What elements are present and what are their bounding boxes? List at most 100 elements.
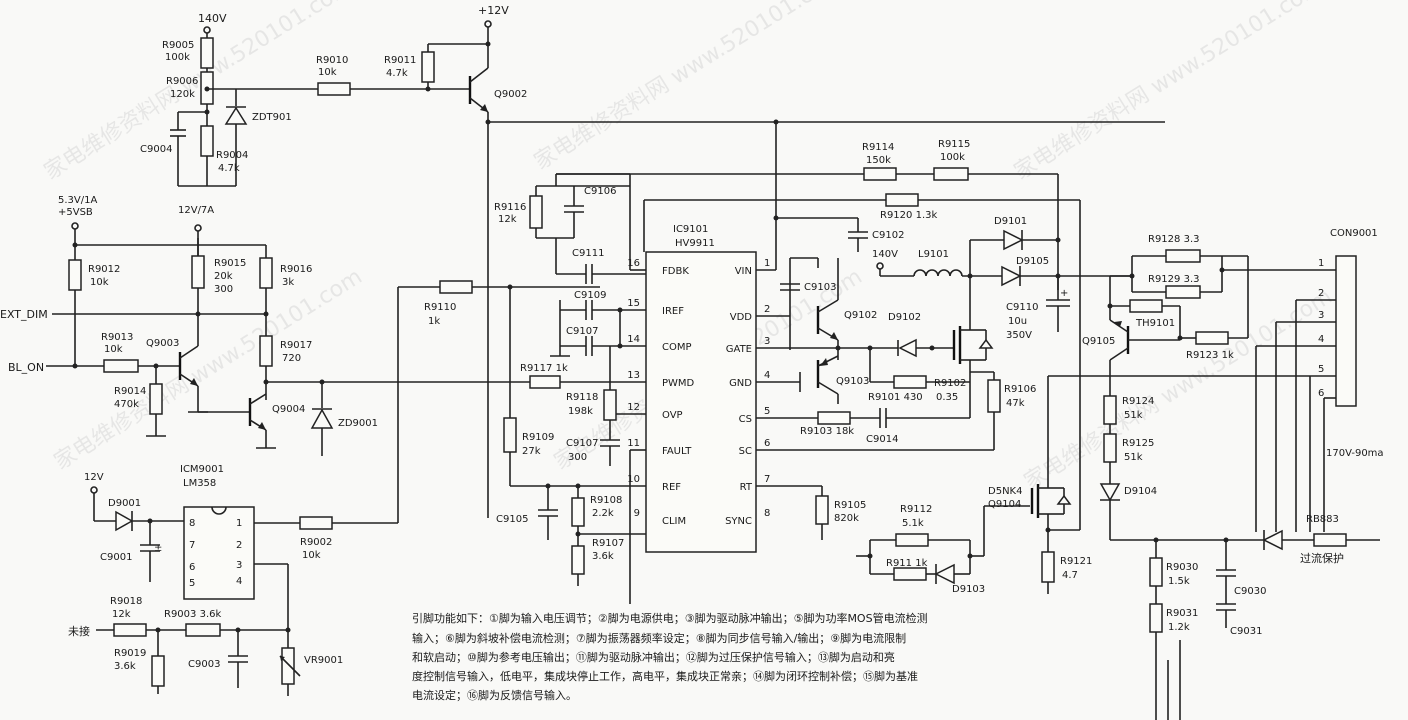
svg-text:R9118: R9118 <box>566 392 598 403</box>
svg-text:VR9001: VR9001 <box>304 655 343 666</box>
svg-text:R9031: R9031 <box>1166 608 1198 619</box>
section-output-protection: R9128 3.3 R9129 3.3 TH9101 R9123 1k Q910… <box>1082 234 1380 720</box>
resistor-r9030 <box>1149 557 1163 587</box>
resistor-r9118 <box>603 389 617 421</box>
svg-text:LM358: LM358 <box>183 478 216 489</box>
section-q9104: R9112 5.1k R911 1k D9103 D5NK4 Q9104 <box>856 375 1310 595</box>
ic9101-pin-3-name: GATE <box>726 344 752 355</box>
svg-text:100k: 100k <box>940 152 965 163</box>
svg-text:R9004: R9004 <box>216 150 248 161</box>
svg-text:4.7k: 4.7k <box>386 68 408 79</box>
ic9101-pin-10-number: 10 <box>627 474 640 485</box>
svg-text:R9006: R9006 <box>166 76 198 87</box>
svg-text:C9001: C9001 <box>100 552 132 563</box>
resistor-r9012 <box>68 259 82 291</box>
svg-text:10k: 10k <box>318 67 337 78</box>
ic9101-pins: 16FDBK15IREF14COMP13PWMD12OVP11FAULT10RE… <box>627 258 770 527</box>
svg-text:C9031: C9031 <box>1230 626 1262 637</box>
svg-text:+12V: +12V <box>478 4 509 17</box>
svg-text:R9110: R9110 <box>424 302 456 313</box>
ic9101-pin-9-number: 9 <box>634 508 640 519</box>
svg-text:R9003 3.6k: R9003 3.6k <box>164 609 221 620</box>
svg-text:D5NK4: D5NK4 <box>988 486 1022 497</box>
svg-text:51k: 51k <box>1124 410 1143 421</box>
resistor-r9125 <box>1103 433 1117 463</box>
ic9101-pin-3-number: 3 <box>764 336 770 347</box>
svg-text:D9104: D9104 <box>1124 486 1157 497</box>
ic9101-pin-15-name: IREF <box>662 306 684 317</box>
resistor-r9110 <box>439 280 473 294</box>
svg-text:100k: 100k <box>165 52 190 63</box>
svg-text:C9107: C9107 <box>566 438 598 449</box>
resistor-r9106 <box>987 379 1001 413</box>
svg-text:R9109: R9109 <box>522 432 554 443</box>
ic9101-pin-4-number: 4 <box>764 370 770 381</box>
svg-text:R9015: R9015 <box>214 258 246 269</box>
note-line-2: 输入；⑥脚为斜坡补偿电流检测；⑦脚为振荡器频率设定；⑧脚为同步信号输入/输出；⑨… <box>412 631 906 645</box>
svg-text:12k: 12k <box>498 214 517 225</box>
svg-text:10k: 10k <box>90 277 109 288</box>
svg-text:51k: 51k <box>1124 452 1143 463</box>
svg-text:R9013: R9013 <box>101 332 133 343</box>
svg-text:R9011: R9011 <box>384 55 416 66</box>
ic9101-pin-11-number: 11 <box>627 438 640 449</box>
resistor-r9010 <box>317 82 351 96</box>
svg-text:R9112: R9112 <box>900 504 932 515</box>
svg-text:R9005: R9005 <box>162 40 194 51</box>
svg-text:ZD9001: ZD9001 <box>338 418 378 429</box>
svg-text:+5VSB: +5VSB <box>58 207 93 218</box>
label-140v-top: 140V <box>198 12 227 25</box>
svg-text:12V/7A: 12V/7A <box>178 205 214 216</box>
svg-text:L9101: L9101 <box>918 249 949 260</box>
inductor-l9101 <box>913 269 963 277</box>
svg-text:300: 300 <box>214 284 233 295</box>
svg-text:R911 1k: R911 1k <box>886 558 928 569</box>
pin-function-notes: 引脚功能如下：①脚为输入电压调节；②脚为电源供电；③脚为驱动脉冲输出；⑤脚为功率… <box>412 611 928 702</box>
terminal-12v-top <box>484 20 492 28</box>
svg-text:5.1k: 5.1k <box>902 518 924 529</box>
svg-text:C9110: C9110 <box>1006 302 1038 313</box>
ic9101-pin-16-name: FDBK <box>662 266 689 277</box>
section-140v-divider: 140V R9005 100k R9006 120k R9004 4.7k C9… <box>140 12 292 187</box>
svg-text:120k: 120k <box>170 89 195 100</box>
svg-text:R9030: R9030 <box>1166 562 1198 573</box>
svg-text:720: 720 <box>282 353 301 364</box>
svg-text:R9010: R9010 <box>316 55 348 66</box>
resistor-rb-series <box>1313 533 1347 547</box>
ic9101-pin-5-number: 5 <box>764 406 770 417</box>
svg-text:820k: 820k <box>834 513 859 524</box>
svg-text:0.35: 0.35 <box>936 392 958 403</box>
resistor-r9019 <box>151 655 165 687</box>
svg-text:2.2k: 2.2k <box>592 508 614 519</box>
svg-text:R9019: R9019 <box>114 648 146 659</box>
watermark-2: 家电维修资料网 www.520101.com <box>530 0 847 175</box>
svg-text:ICM9001: ICM9001 <box>180 464 224 475</box>
ic9101-pin-9-name: CLIM <box>662 516 686 527</box>
svg-text:R9018: R9018 <box>110 596 142 607</box>
resistor-r9003 <box>185 623 221 637</box>
svg-text:D9001: D9001 <box>108 498 141 509</box>
svg-text:R9106: R9106 <box>1004 384 1036 395</box>
svg-text:C9103: C9103 <box>804 282 836 293</box>
svg-text:10u: 10u <box>1008 316 1027 327</box>
svg-text:150k: 150k <box>866 155 891 166</box>
thermistor-th9101 <box>1129 299 1163 313</box>
svg-text:R9125: R9125 <box>1122 438 1154 449</box>
ic9101-pin-7-number: 7 <box>764 474 770 485</box>
section-boost: 140V L9101 D9101 D9105 + C9110 10u 350V <box>872 216 1132 418</box>
svg-text:Q9003: Q9003 <box>146 338 179 349</box>
resistor-r9124 <box>1103 395 1117 425</box>
svg-text:C9004: C9004 <box>140 144 172 155</box>
svg-text:R9016: R9016 <box>280 264 312 275</box>
diode-d9001 <box>115 510 134 532</box>
svg-text:R9105: R9105 <box>834 500 866 511</box>
svg-text:1: 1 <box>1318 258 1324 269</box>
svg-text:C9107: C9107 <box>566 326 598 337</box>
resistor-r9115 <box>933 167 969 181</box>
svg-text:5.3V/1A: 5.3V/1A <box>58 195 97 206</box>
svg-text:47k: 47k <box>1006 398 1025 409</box>
svg-text:Q9105: Q9105 <box>1082 336 1115 347</box>
svg-text:4.7: 4.7 <box>1062 570 1078 581</box>
section-q9002: R9010 10k R9011 4.7k +12V Q9002 <box>236 4 1165 518</box>
ic-ic9101-body <box>645 251 757 553</box>
